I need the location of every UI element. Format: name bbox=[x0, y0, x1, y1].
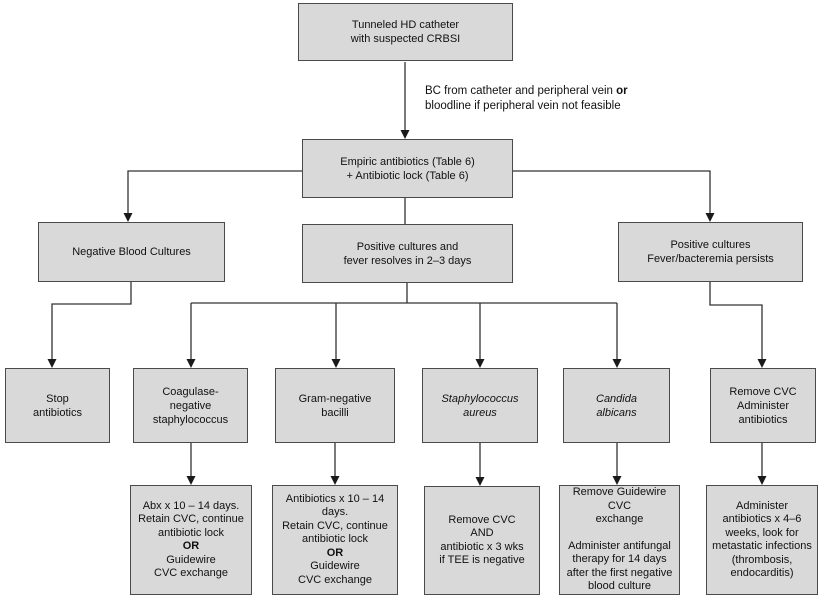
node-text-line: (thrombosis, bbox=[731, 553, 793, 566]
node-text-line: metastatic infections bbox=[712, 540, 812, 552]
node-remove-cvc-and-antibiotic: Remove CVC AND antibiotic x 3 wks if TEE… bbox=[424, 486, 540, 595]
annotation-line-2: bloodline if peripheral vein not feasibl… bbox=[425, 100, 621, 112]
node-text-line: if TEE is negative bbox=[439, 554, 525, 566]
node-text-line: Administer bbox=[736, 499, 788, 512]
node-text-line: aureus bbox=[463, 406, 497, 419]
node-text-line: Administer antifungal bbox=[568, 539, 671, 552]
node-text-line: + Antibiotic lock (Table 6) bbox=[346, 169, 469, 182]
node-remove-cvc-administer-antibiotics: Remove CVC Administer antibiotics bbox=[710, 368, 816, 443]
node-text-line: staphylococcus bbox=[152, 413, 229, 426]
connector-removecvc-administer bbox=[757, 443, 767, 485]
node-staphylococcus-aureus: Staphylococcus aureus bbox=[422, 368, 538, 443]
node-abx-retain-cvc: Abx x 10 – 14 days. Retain CVC, continue… bbox=[130, 485, 252, 595]
node-positive-cultures-persists: Positive cultures Fever/bacteremia persi… bbox=[618, 222, 803, 282]
connector-gram-antibiotics bbox=[330, 443, 340, 485]
node-text-line: antibiotic x 3 wks bbox=[440, 540, 524, 553]
node-text-line: after the first negative bbox=[566, 566, 673, 579]
node-text-line: Antibiotics x 10 – 14 bbox=[285, 492, 385, 505]
node-text-line: Remove Guidewire bbox=[572, 486, 667, 499]
node-text-line: Gram-negative bbox=[298, 392, 372, 405]
connector-empiric-negative bbox=[123, 170, 302, 222]
node-text-line: Negative Blood Cultures bbox=[72, 246, 191, 258]
node-text-line: OR bbox=[326, 546, 344, 559]
connector-negative-stop bbox=[47, 282, 132, 368]
connector-candida-guidewire bbox=[612, 443, 622, 485]
node-text-line: CVC bbox=[607, 499, 632, 512]
node-text-line: Fever/bacteremia persists bbox=[647, 253, 774, 265]
connector-resolves-rail bbox=[186, 283, 622, 368]
node-text-line: bacilli bbox=[321, 406, 349, 419]
blood-culture-annotation: BC from catheter and peripheral vein or … bbox=[425, 84, 628, 114]
node-text-line: Empiric antibiotics (Table 6) bbox=[340, 155, 475, 168]
node-gram-negative-bacilli: Gram-negative bacilli bbox=[275, 368, 395, 443]
node-text-line: Positive cultures bbox=[670, 239, 751, 251]
node-text-line: antibiotic lock bbox=[301, 533, 369, 546]
annotation-line-1: BC from catheter and peripheral vein or bbox=[425, 85, 628, 97]
node-text-line: endocarditis) bbox=[730, 567, 794, 579]
node-text-line: antibiotics bbox=[33, 406, 82, 419]
node-text-line: Retain CVC, continue bbox=[282, 519, 388, 532]
connector-coag-abx bbox=[186, 443, 196, 485]
node-text-line: Administer bbox=[737, 399, 789, 412]
node-text-line: blood culture bbox=[588, 580, 651, 593]
connector-persists-removecvc bbox=[709, 282, 767, 368]
node-text-line: antibiotic lock bbox=[157, 526, 225, 539]
node-candida-albicans: Candida albicans bbox=[563, 368, 670, 443]
node-text-line: Coagulase- bbox=[162, 385, 219, 398]
node-text-line: negative bbox=[169, 399, 212, 412]
node-text-line: CVC exchange bbox=[298, 573, 372, 586]
node-text-line: Staphylococcus bbox=[441, 392, 519, 405]
node-text-line: Guidewire bbox=[166, 553, 216, 566]
node-text-line: Abx x 10 – 14 days. bbox=[142, 499, 240, 512]
node-text-line: with suspected CRBSI bbox=[350, 33, 461, 45]
node-text-line: AND bbox=[470, 527, 494, 539]
node-stop-antibiotics: Stop antibiotics bbox=[5, 368, 110, 443]
node-text-line: antibiotics bbox=[738, 413, 788, 426]
node-remove-guidewire-cvc-exchange: Remove Guidewire CVC exchange Administer… bbox=[559, 485, 680, 595]
node-text-line: days. bbox=[321, 506, 349, 519]
node-text-line: Remove CVC bbox=[729, 385, 797, 398]
node-text-line: Retain CVC, continue bbox=[138, 513, 244, 525]
node-coagulase-negative-staphylococcus: Coagulase- negative staphylococcus bbox=[133, 368, 248, 443]
connector-start-empiric bbox=[400, 62, 410, 139]
node-text-line: exchange bbox=[595, 513, 644, 526]
node-text-line: fever resolves in 2–3 days bbox=[343, 254, 472, 267]
node-text-line: CVC exchange bbox=[154, 567, 228, 579]
node-text-line: Stop bbox=[46, 392, 69, 405]
node-text-line: Tunneled HD catheter bbox=[351, 19, 460, 31]
node-text-line: weeks, look for bbox=[725, 526, 799, 539]
connector-staph-removeand bbox=[475, 443, 485, 486]
connector-empiric-persists bbox=[513, 170, 715, 222]
node-text-line: albicans bbox=[596, 406, 637, 419]
node-tunneled-hd-catheter: Tunneled HD catheter with suspected CRBS… bbox=[298, 3, 513, 61]
node-positive-cultures-fever-resolves: Positive cultures and fever resolves in … bbox=[302, 224, 513, 283]
node-text-line: OR bbox=[182, 540, 200, 552]
node-administer-antibiotics-metastatic: Administer antibiotics x 4–6 weeks, look… bbox=[706, 485, 818, 595]
node-negative-blood-cultures: Negative Blood Cultures bbox=[38, 222, 225, 282]
node-text-line: Remove CVC bbox=[448, 513, 516, 526]
node-text-line: antibiotics x 4–6 bbox=[722, 513, 802, 525]
node-antibiotics-retain-cvc: Antibiotics x 10 – 14 days. Retain CVC, … bbox=[272, 485, 398, 595]
node-text-line: Candida bbox=[596, 392, 637, 405]
node-text-line: Guidewire bbox=[310, 560, 360, 573]
node-empiric-antibiotics: Empiric antibiotics (Table 6) + Antibiot… bbox=[302, 139, 513, 198]
node-text-line: Positive cultures and bbox=[356, 240, 459, 253]
node-text-line: therapy for 14 days bbox=[572, 553, 667, 566]
